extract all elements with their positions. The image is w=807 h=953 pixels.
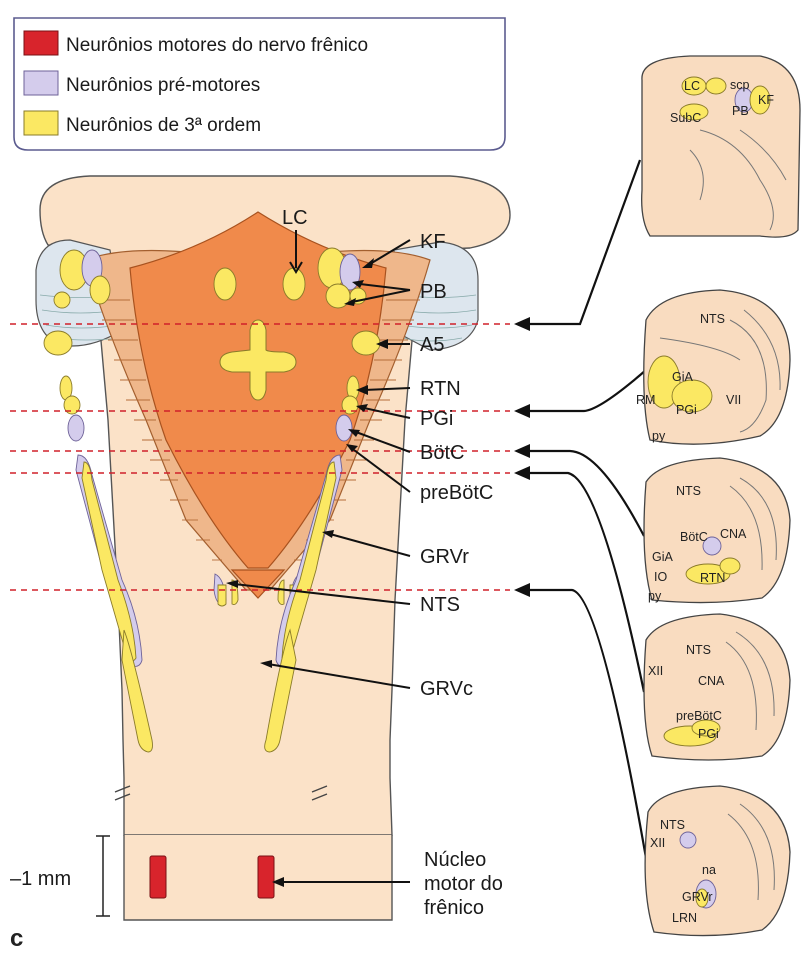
legend-swatch-third-order	[24, 111, 58, 135]
label-pgi: PGi	[420, 408, 453, 430]
botc-left	[68, 415, 84, 441]
s3-io: IO	[654, 570, 667, 584]
s4-nts: NTS	[686, 643, 711, 657]
legend-swatch-premotor	[24, 71, 58, 95]
s5-grvr: GRVr	[682, 890, 713, 904]
s4-xii: XII	[648, 664, 663, 678]
label-phrenic-1: Núcleo	[424, 849, 486, 871]
s3-botc: BötC	[680, 530, 708, 544]
s5-xii: XII	[650, 836, 665, 850]
label-grvr: GRVr	[420, 546, 469, 568]
connector-1	[528, 160, 640, 324]
pb-left-yellow	[90, 276, 110, 304]
label-pb: PB	[420, 281, 447, 303]
scale-label: –1 mm	[10, 868, 71, 890]
s5-nts: NTS	[660, 818, 685, 832]
cross-section-3: NTS BötC CNA GiA IO RTN py	[644, 458, 790, 603]
s2-rm: RM	[636, 393, 655, 407]
label-a5: A5	[420, 334, 444, 356]
s3-rtn: RTN	[700, 571, 725, 585]
s3-py: py	[648, 589, 662, 603]
s1-pb: PB	[732, 104, 749, 118]
lc-right	[283, 268, 305, 300]
label-botc: BötC	[420, 442, 464, 464]
s5-na: na	[702, 863, 716, 877]
s2-pgi: PGi	[676, 403, 697, 417]
s4-prebotc: preBötC	[676, 709, 722, 723]
s1-kf: KF	[758, 93, 774, 107]
s2-gia: GiA	[672, 370, 694, 384]
legend-label-premotor: Neurônios pré-motores	[66, 75, 260, 96]
label-phrenic-2: motor do	[424, 873, 503, 895]
legend: Neurônios motores do nervo frênico Neurô…	[14, 18, 505, 150]
a5-left	[44, 331, 72, 355]
a5-right	[352, 331, 380, 355]
s3-nts: NTS	[676, 484, 701, 498]
s2-vii: VII	[726, 393, 741, 407]
s5-lrn: LRN	[672, 911, 697, 925]
label-grvc: GRVc	[420, 678, 473, 700]
botc-right	[336, 415, 352, 441]
cross-section-4: NTS XII CNA preBötC PGi	[644, 614, 790, 760]
connector-3	[528, 451, 644, 536]
label-kf: KF	[420, 231, 446, 253]
section-connectors	[528, 160, 646, 858]
pb-left-yellow-2	[54, 292, 70, 308]
connector-5	[528, 590, 646, 858]
s2-nts: NTS	[700, 312, 725, 326]
lc-left	[214, 268, 236, 300]
s2-py: py	[652, 429, 666, 443]
label-prebotc: preBötC	[420, 482, 493, 504]
label-phrenic-3: frênico	[424, 897, 484, 919]
phrenic-nucleus-right-top	[258, 856, 274, 898]
cross-section-2: NTS GiA RM PGi VII py	[636, 290, 790, 444]
label-lc: LC	[282, 207, 308, 229]
s1-subc: SubC	[670, 111, 701, 125]
legend-label-third-order: Neurônios de 3ª ordem	[66, 115, 261, 136]
s1-lc: LC	[684, 79, 700, 93]
s4-cna: CNA	[698, 674, 725, 688]
s3-gia: GiA	[652, 550, 674, 564]
label-rtn: RTN	[420, 378, 461, 400]
nts-bundle-left-yellow	[218, 585, 226, 606]
s4-pgi: PGi	[698, 727, 719, 741]
label-nts: NTS	[420, 594, 460, 616]
s1-scp: scp	[730, 78, 750, 92]
phrenic-nucleus-left-top	[150, 856, 166, 898]
panel-letter: c	[10, 925, 23, 952]
connector-2	[528, 370, 646, 411]
s3-cna: CNA	[720, 527, 747, 541]
scale-bar: –1 mm	[10, 836, 110, 916]
connector-heads	[514, 317, 530, 597]
legend-label-motor: Neurônios motores do nervo frênico	[66, 35, 368, 56]
cross-section-1: LC scp PB KF SubC	[642, 56, 800, 237]
cross-section-5: NTS XII na GRVr LRN	[645, 786, 790, 936]
legend-swatch-motor	[24, 31, 58, 55]
